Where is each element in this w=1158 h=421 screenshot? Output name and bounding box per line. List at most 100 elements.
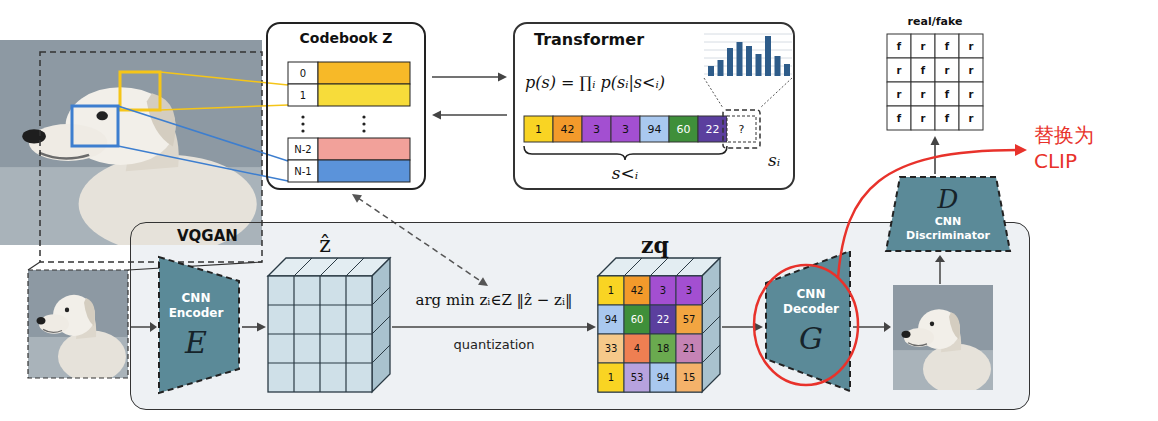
node-title: D: [938, 186, 959, 213]
quantized-grid-shape: [650, 334, 676, 363]
token-sequence: [524, 146, 727, 160]
real-fake-grid-shape: [911, 58, 935, 82]
node-title: Transformer: [534, 30, 644, 49]
latent-grid-shape: [320, 258, 338, 276]
index-number: N-2: [294, 144, 311, 155]
token-number: 22: [706, 123, 720, 136]
edge-label: quantization: [453, 337, 534, 352]
decoder-trapezoid-shape: [838, 150, 1019, 278]
bar-chart: [746, 46, 752, 76]
node-title: CNN Encoder: [163, 291, 229, 320]
node-text: E: [185, 326, 207, 359]
index-number: N-1: [294, 166, 311, 177]
connector: [722, 323, 763, 332]
bar-chart: [775, 56, 781, 76]
connector-line: [440, 114, 507, 116]
quantized-grid-shape: [650, 276, 676, 305]
real-fake-grid-shape: [935, 34, 959, 58]
real-fake-grid-shape: [887, 106, 911, 130]
decoder-trapezoid-shape: [1015, 144, 1027, 156]
token-sequence: [553, 116, 582, 142]
codebook-rows: [318, 84, 410, 106]
bar-chart: [784, 64, 790, 76]
dog-photo: [0, 40, 262, 262]
bar-chart: [756, 54, 762, 76]
connector: [432, 73, 507, 82]
dog-photo: [120, 72, 160, 110]
token-number: 94: [648, 123, 662, 136]
latent-grid-shape: [372, 287, 390, 305]
codebook-rows: [288, 160, 318, 182]
node-text: p(s) = ∏ᵢ p(sᵢ|s<ᵢ): [525, 73, 665, 92]
bar-chart: [737, 42, 743, 76]
quantized-grid-shape: [676, 258, 694, 276]
node-text: G: [799, 322, 823, 355]
bar-chart: [704, 78, 723, 108]
codebook-lookup-arrow: [478, 277, 488, 286]
quantized-grid-shape: [702, 287, 720, 305]
patch-lines: [160, 72, 288, 85]
token-sequence: [640, 116, 669, 142]
quantized-grid-shape: [598, 276, 624, 305]
node-title: real/fake: [908, 12, 963, 32]
real-fake-grid-shape: [911, 106, 935, 130]
quantized-grid-shape: [598, 363, 624, 392]
patch-lines: [118, 146, 288, 181]
real-fake-grid-shape: [959, 82, 983, 106]
patch-lines: [160, 105, 288, 110]
quantized-grid-shape: [650, 363, 676, 392]
connector: [432, 111, 507, 120]
codebook-rows: [362, 129, 365, 132]
connector-line: [722, 326, 755, 328]
token-sequence: [669, 116, 698, 142]
latent-grid-shape: [294, 258, 312, 276]
patch-lines: [28, 72, 288, 270]
quantized-grid-shape: [624, 334, 650, 363]
encoder-trapezoid-shape: [159, 257, 239, 393]
latent-grid-shape: [268, 258, 390, 276]
connector-line: [934, 144, 936, 174]
bar-chart: [708, 66, 714, 76]
flow-arrow: [935, 255, 945, 262]
input-image: [28, 270, 128, 382]
codebook-box: Codebook Z: [266, 22, 426, 190]
bar-chart: [718, 60, 724, 76]
decoder-trapezoid-shape: [754, 265, 858, 385]
real-fake-grid-shape: [887, 82, 911, 106]
quantized-grid-shape: [676, 276, 702, 305]
quantized-grid-shape: [624, 258, 642, 276]
dog-photo: [40, 52, 262, 262]
real-fake-grid-shape: [911, 34, 935, 58]
input-image: [28, 270, 128, 378]
quantized-grid-shape: [624, 305, 650, 334]
token-sequence: [611, 116, 640, 142]
quantized-grid-shape: [598, 276, 702, 392]
real-fake-grid-shape: [911, 82, 935, 106]
codebook-rows: [288, 62, 318, 84]
decoder-trapezoid: CNN DecoderG: [765, 250, 851, 392]
token-sequence: [723, 110, 760, 148]
token-number: 3: [593, 123, 600, 136]
codebook-rows: [288, 84, 318, 106]
quantized-grid-shape: [676, 334, 702, 363]
real-fake-grid: real/fake: [885, 12, 985, 134]
latent-grid-shape: [268, 362, 372, 363]
node-title: CNN Decoder: [779, 287, 843, 316]
patch-lines: [28, 262, 40, 270]
encoder-trapezoid: CNN EncoderE: [158, 256, 240, 394]
connector: [392, 323, 596, 332]
connector-line: [242, 326, 258, 328]
discriminator-trapezoid: DCNN Discriminator: [885, 176, 1011, 252]
arrowhead: [432, 111, 441, 120]
math-label: sᵢ: [768, 150, 780, 170]
real-fake-grid-shape: [887, 34, 911, 58]
codebook-rows: [362, 122, 365, 125]
quantized-grid: zq: [598, 232, 720, 392]
formula: arg min zᵢ∈Z ‖ẑ − zᵢ‖: [415, 291, 572, 309]
quantized-grid-shape: [702, 316, 720, 334]
real-fake-grid-shape: [935, 106, 959, 130]
token-sequence: [582, 116, 611, 142]
token-number: 1: [535, 123, 542, 136]
arrowhead: [931, 136, 940, 145]
